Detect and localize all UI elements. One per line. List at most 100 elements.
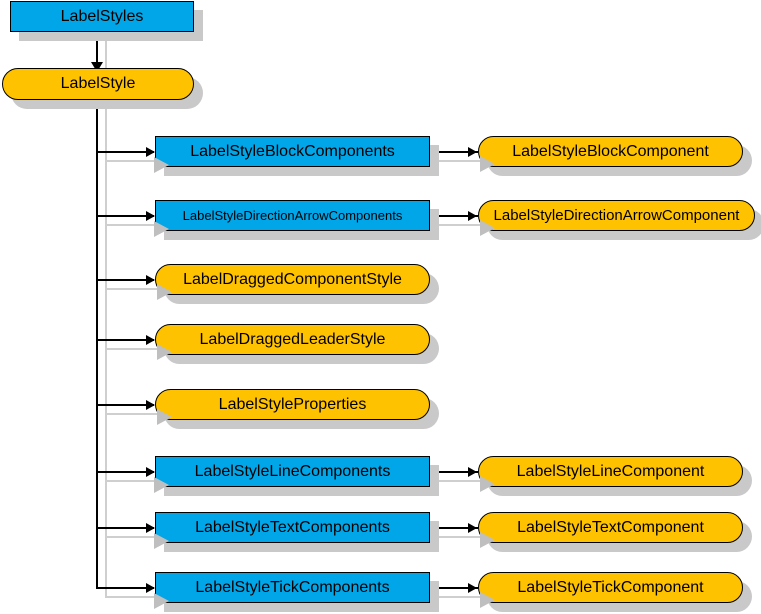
edge-trunk-row-1-shadow [105, 160, 163, 162]
edge-trunk-row-6 [96, 471, 154, 473]
generalization-marker-icon [154, 477, 169, 493]
generalization-marker-icon [154, 533, 169, 549]
node-labelstyletickcomponent[interactable]: LabelStyleTickComponent [478, 572, 752, 612]
generalization-marker-icon [157, 344, 172, 360]
arrowhead-row-2 [146, 211, 155, 221]
generalization-marker-icon [157, 409, 172, 425]
edge-trunk-row-5 [96, 404, 154, 406]
node-label: LabelStyle [60, 75, 136, 92]
edge-trunk-row-2-shadow [105, 224, 163, 226]
node-face [478, 136, 743, 167]
node-face [155, 456, 430, 487]
node-labelstyletextcomponents[interactable]: LabelStyleTextComponents [154, 512, 439, 552]
node-labelstyleblockcomponent[interactable]: LabelStyleBlockComponent [478, 136, 752, 176]
node-labeldraggedleaderstyle[interactable]: LabelDraggedLeaderStyle [155, 324, 439, 364]
edge-root-to-labelstyle [96, 32, 98, 64]
arrowhead-root-to-labelstyle [91, 62, 103, 72]
node-label: LabelStyleLineComponents [194, 462, 391, 480]
node-labeldraggedcomponentstyle[interactable]: LabelDraggedComponentStyle [155, 264, 439, 304]
arrowhead-pair-2 [468, 211, 477, 221]
generalization-marker-icon [154, 221, 169, 237]
node-labelstyles[interactable]: LabelStyles [10, 1, 203, 41]
generalization-marker-icon [480, 156, 495, 172]
edge-trunk-row-2 [96, 215, 154, 217]
node-label: LabelStyleTextComponent [517, 518, 704, 536]
edge-trunk-row-6-shadow [105, 480, 163, 482]
arrowhead-row-4 [146, 335, 155, 345]
edge-pair-7-shadow [439, 536, 487, 538]
arrowhead-row-5 [146, 400, 155, 410]
node-label: LabelStyleTickComponent [517, 578, 704, 596]
generalization-marker-icon [480, 220, 495, 236]
node-face [155, 389, 430, 420]
generalization-marker-icon [154, 593, 169, 609]
arrowhead-pair-1 [468, 147, 477, 157]
edge-trunk-row-8-shadow [105, 596, 163, 598]
generalization-marker-icon [157, 284, 172, 300]
node-face [478, 456, 743, 487]
node-label: LabelStyleTextComponents [195, 518, 390, 536]
edge-pair-2 [430, 215, 478, 217]
node-face [2, 68, 194, 100]
node-label: LabelStyleBlockComponent [512, 142, 709, 160]
trunk-line-shadow [105, 108, 107, 598]
edge-pair-7 [430, 527, 478, 529]
node-label: LabelStyleTickComponents [195, 578, 390, 596]
node-labelstyleproperties[interactable]: LabelStyleProperties [155, 389, 439, 429]
arrowhead-pair-8 [468, 583, 477, 593]
edge-trunk-row-4 [96, 339, 154, 341]
node-labelstyle[interactable]: LabelStyle [2, 68, 203, 109]
node-face [478, 200, 755, 231]
edge-pair-2-shadow [439, 224, 487, 226]
edge-trunk-row-4-shadow [105, 348, 163, 350]
edge-root-to-labelstyle-shadow [105, 40, 107, 70]
node-face [155, 136, 430, 167]
edge-trunk-row-5-shadow [105, 413, 163, 415]
arrowhead-row-1 [146, 147, 155, 157]
generalization-marker-icon [154, 157, 169, 173]
node-labelstylelinecomponents[interactable]: LabelStyleLineComponents [154, 456, 439, 496]
edge-pair-1-shadow [439, 160, 487, 162]
edge-pair-1 [430, 151, 478, 153]
node-labelstyledirectionarrowcomponents[interactable]: LabelStyleDirectionArrowComponents [154, 200, 439, 240]
node-label: LabelStyles [60, 7, 144, 25]
node-label: LabelStyleDirectionArrowComponents [182, 208, 403, 223]
node-face [155, 200, 430, 231]
node-label: LabelStyleDirectionArrowComponent [493, 207, 740, 224]
arrowhead-pair-6 [468, 467, 477, 477]
node-label: LabelStyleBlockComponents [190, 142, 395, 160]
node-labelstylelinecomponent[interactable]: LabelStyleLineComponent [478, 456, 752, 496]
node-face [155, 572, 430, 603]
node-face [10, 1, 194, 32]
arrowhead-row-6 [146, 467, 155, 477]
node-labelstyleblockcomponents[interactable]: LabelStyleBlockComponents [154, 136, 439, 176]
arrowhead-pair-7 [468, 523, 477, 533]
arrowhead-row-7 [146, 523, 155, 533]
edge-pair-8-shadow [439, 596, 487, 598]
generalization-marker-icon [480, 476, 495, 492]
edge-pair-6-shadow [439, 480, 487, 482]
node-labelstyletickcomponents[interactable]: LabelStyleTickComponents [154, 572, 439, 612]
generalization-marker-icon [480, 592, 495, 608]
edge-trunk-row-3-shadow [105, 288, 163, 290]
edge-pair-6 [430, 471, 478, 473]
node-label: LabelDraggedComponentStyle [183, 270, 402, 288]
node-face [478, 512, 743, 543]
edge-trunk-row-7 [96, 527, 154, 529]
node-labelstyledirectionarrowcomponent[interactable]: LabelStyleDirectionArrowComponent [478, 200, 761, 240]
node-label: LabelDraggedLeaderStyle [199, 330, 386, 348]
edge-trunk-row-1 [96, 151, 154, 153]
arrowhead-row-8 [146, 583, 155, 593]
node-label: LabelStyleLineComponent [516, 462, 705, 480]
edge-trunk-row-8 [96, 587, 154, 589]
node-face [155, 512, 430, 543]
edge-trunk-row-7-shadow [105, 536, 163, 538]
trunk-line [96, 99, 98, 589]
generalization-marker-icon [480, 532, 495, 548]
node-face [155, 264, 430, 295]
node-face [478, 572, 743, 603]
edge-trunk-row-3 [96, 279, 154, 281]
arrowhead-row-3 [146, 275, 155, 285]
node-labelstyletextcomponent[interactable]: LabelStyleTextComponent [478, 512, 752, 552]
